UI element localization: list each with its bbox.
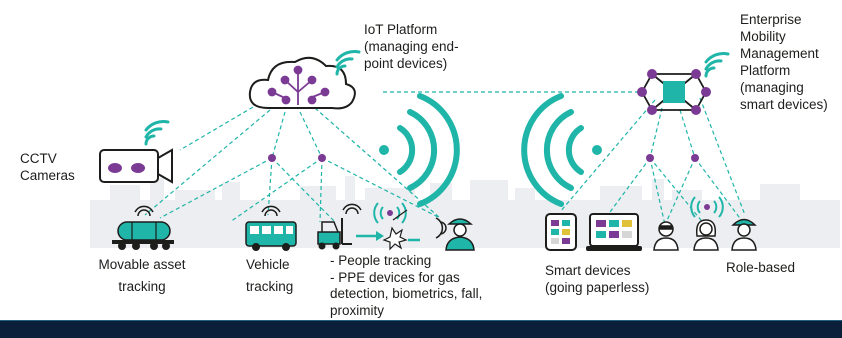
connection-lines — [144, 91, 746, 226]
emm-platform-label: Enterprise Mobility Management Platform … — [740, 11, 828, 113]
vehicle-line-2: tracking — [246, 279, 294, 294]
iot-platform-label: IoT Platform (managing end- point device… — [364, 21, 459, 72]
iot-line-3: point devices) — [364, 56, 448, 71]
vehicle-label: Vehicle tracking — [246, 255, 293, 299]
emm-line-6: smart devices) — [740, 97, 828, 112]
iot-line-1: IoT Platform — [364, 22, 438, 37]
footer-bar — [0, 320, 842, 338]
people-line-3: detection, biometrics, fall, — [330, 286, 483, 301]
central-wifi-icon — [379, 93, 602, 207]
wifi-signal-icon — [335, 50, 361, 76]
cctv-wifi-icon — [144, 120, 170, 146]
role-based-label: Role-based — [726, 259, 795, 276]
emm-line-1: Enterprise — [740, 12, 802, 27]
people-line-1: - People tracking — [330, 253, 432, 268]
vehicle-line-1: Vehicle — [246, 257, 290, 272]
cctv-line-1: CCTV — [20, 151, 57, 166]
movable-line-1: Movable asset — [98, 257, 186, 272]
engineer-icon — [731, 218, 757, 251]
worker-icon — [435, 217, 475, 251]
forklift-icon — [317, 203, 362, 250]
emm-line-2: Mobility — [740, 29, 786, 44]
manager-icon — [653, 221, 679, 251]
emm-line-3: Management — [740, 46, 819, 61]
movable-line-2: tracking — [118, 279, 166, 294]
movable-asset-label: Movable asset tracking — [92, 255, 192, 299]
emm-line-4: Platform — [740, 63, 791, 78]
people-line-2: - PPE devices for gas — [330, 269, 460, 285]
cloud-network-icon — [248, 56, 356, 110]
tanker-truck-icon — [112, 205, 174, 250]
cctv-camera-icon — [99, 148, 173, 184]
people-line-4: proximity — [330, 302, 385, 318]
laptop-icon — [586, 213, 642, 251]
cctv-label: CCTV Cameras — [20, 150, 75, 184]
iot-line-2: (managing end- — [364, 39, 459, 54]
role-wifi-icon — [690, 196, 724, 218]
smart-devices-label: Smart devices (going paperless) — [545, 262, 649, 296]
junction-dots — [268, 154, 699, 162]
woman-icon — [693, 219, 719, 251]
emm-wifi-icon — [704, 52, 730, 78]
collision-icon — [356, 226, 420, 251]
ppe-signal-icon — [373, 202, 408, 224]
smart-line-2: (going paperless) — [545, 280, 650, 295]
tablet-icon — [545, 213, 577, 251]
smart-line-1: Smart devices — [545, 263, 631, 278]
bus-icon — [245, 205, 297, 251]
diagram-canvas — [90, 50, 840, 251]
role-line-1: Role-based — [726, 260, 796, 275]
people-tracking-label: - People tracking - PPE devices for gas … — [330, 253, 482, 319]
emm-line-5: (managing — [740, 80, 804, 95]
cctv-line-2: Cameras — [20, 168, 75, 183]
hexagon-network-icon — [637, 69, 711, 115]
